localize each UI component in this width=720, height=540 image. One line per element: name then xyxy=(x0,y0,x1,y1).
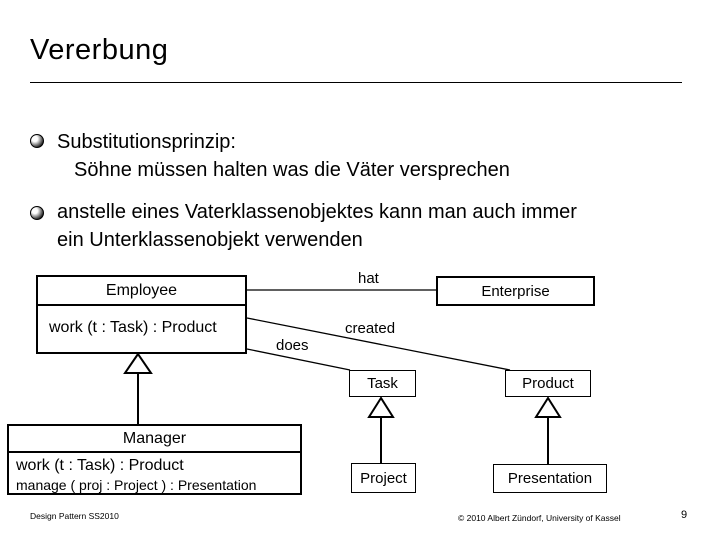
class-name: Presentation xyxy=(507,470,593,487)
class-name: Manager xyxy=(9,426,300,453)
inherit-triangle-icon xyxy=(123,352,153,374)
class-box-product: Product xyxy=(505,370,591,397)
bullet-line: Söhne müssen halten was die Väter verspr… xyxy=(74,159,510,181)
class-box-enterprise: Enterprise xyxy=(436,276,595,306)
class-box-task: Task xyxy=(349,370,416,397)
class-box-manager: Manager work (t : Task) : Product manage… xyxy=(7,424,302,495)
class-name: Task xyxy=(367,375,398,392)
page-title: Vererbung xyxy=(30,34,169,66)
inherit-triangle-icon xyxy=(367,396,395,418)
class-box-employee: Employee work (t : Task) : Product xyxy=(36,275,247,354)
bullet-line: ein Unterklassenobjekt verwenden xyxy=(57,229,363,251)
bullet-item-substitution: Substitutionsprinzip: Söhne müssen halte… xyxy=(57,128,510,184)
class-method: manage ( proj : Project ) : Presentation xyxy=(16,477,257,493)
class-box-project: Project xyxy=(351,463,416,493)
footer-course-label: Design Pattern SS2010 xyxy=(30,511,119,521)
bullet-ball-icon xyxy=(30,206,44,220)
class-name: Employee xyxy=(38,277,245,306)
class-name: Enterprise xyxy=(481,282,550,300)
assoc-label-created: created xyxy=(345,320,396,337)
inherit-triangle-icon xyxy=(534,396,562,418)
title-divider xyxy=(30,82,682,83)
class-name: Product xyxy=(522,375,574,392)
footer-page-number: 9 xyxy=(681,509,688,521)
bullet-line: Substitutionsprinzip: xyxy=(57,131,236,153)
assoc-label-hat: hat xyxy=(358,270,379,287)
class-box-presentation: Presentation xyxy=(493,464,607,493)
bullet-line: anstelle eines Vaterklassenobjektes kann… xyxy=(57,201,577,223)
footer-copyright: © 2010 Albert Zündorf, University of Kas… xyxy=(458,513,621,523)
bullet-ball-icon xyxy=(30,134,44,148)
bullet-item-vaterklasse: anstelle eines Vaterklassenobjektes kann… xyxy=(57,198,577,254)
class-method: work (t : Task) : Product xyxy=(16,457,184,474)
class-name: Project xyxy=(360,469,407,487)
assoc-label-does: does xyxy=(276,337,309,354)
class-method: work (t : Task) : Product xyxy=(49,319,217,336)
